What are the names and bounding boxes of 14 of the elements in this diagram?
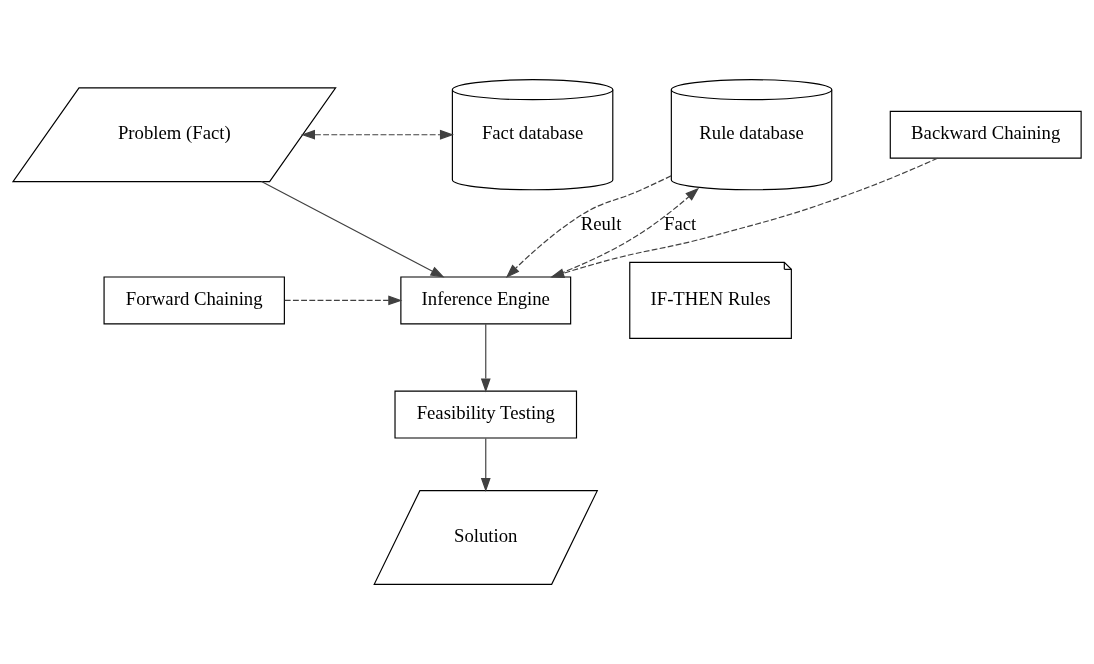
arrow [284, 295, 403, 306]
node-box: Forward Chaining [103, 276, 285, 325]
arrow [300, 129, 454, 140]
arrow [505, 175, 672, 278]
node-box: Inference Engine [400, 276, 572, 325]
node-box: Backward Chaining [889, 110, 1082, 159]
arrow [550, 157, 939, 278]
edge-label: Reult [580, 213, 622, 235]
node-box: Feasibility Testing [394, 390, 578, 439]
arrow [551, 187, 700, 278]
arrow [480, 437, 491, 493]
arrow [260, 181, 445, 278]
arrow [480, 323, 491, 393]
edge-label: Fact [664, 213, 697, 235]
